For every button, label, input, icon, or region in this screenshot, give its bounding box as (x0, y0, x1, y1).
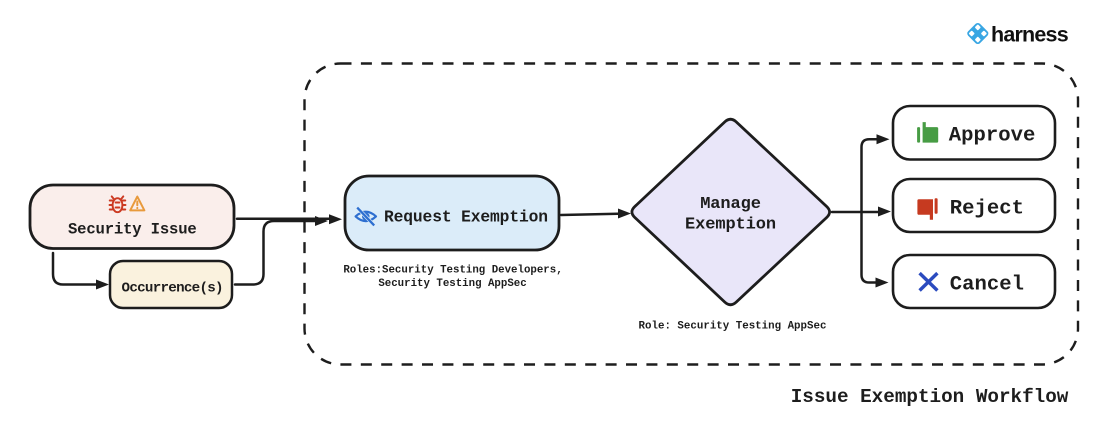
svg-text:Occurrence(s): Occurrence(s) (122, 280, 223, 296)
svg-text:Cancel: Cancel (950, 273, 1024, 296)
svg-text:Security Issue: Security Issue (68, 220, 197, 238)
svg-text:Roles:Security Testing Develop: Roles:Security Testing Developers, (343, 264, 562, 276)
svg-text:harness: harness (991, 22, 1069, 46)
svg-text:Reject: Reject (950, 197, 1024, 220)
svg-text:Request Exemption: Request Exemption (384, 208, 548, 227)
svg-text:Security Testing AppSec: Security Testing AppSec (378, 278, 526, 290)
svg-text:Exemption: Exemption (685, 216, 776, 235)
svg-text:Approve: Approve (949, 125, 1036, 148)
svg-text:Manage: Manage (700, 195, 761, 214)
svg-text:Issue Exemption Workflow: Issue Exemption Workflow (791, 386, 1069, 408)
svg-text:Role: Security Testing AppSec: Role: Security Testing AppSec (639, 320, 827, 332)
